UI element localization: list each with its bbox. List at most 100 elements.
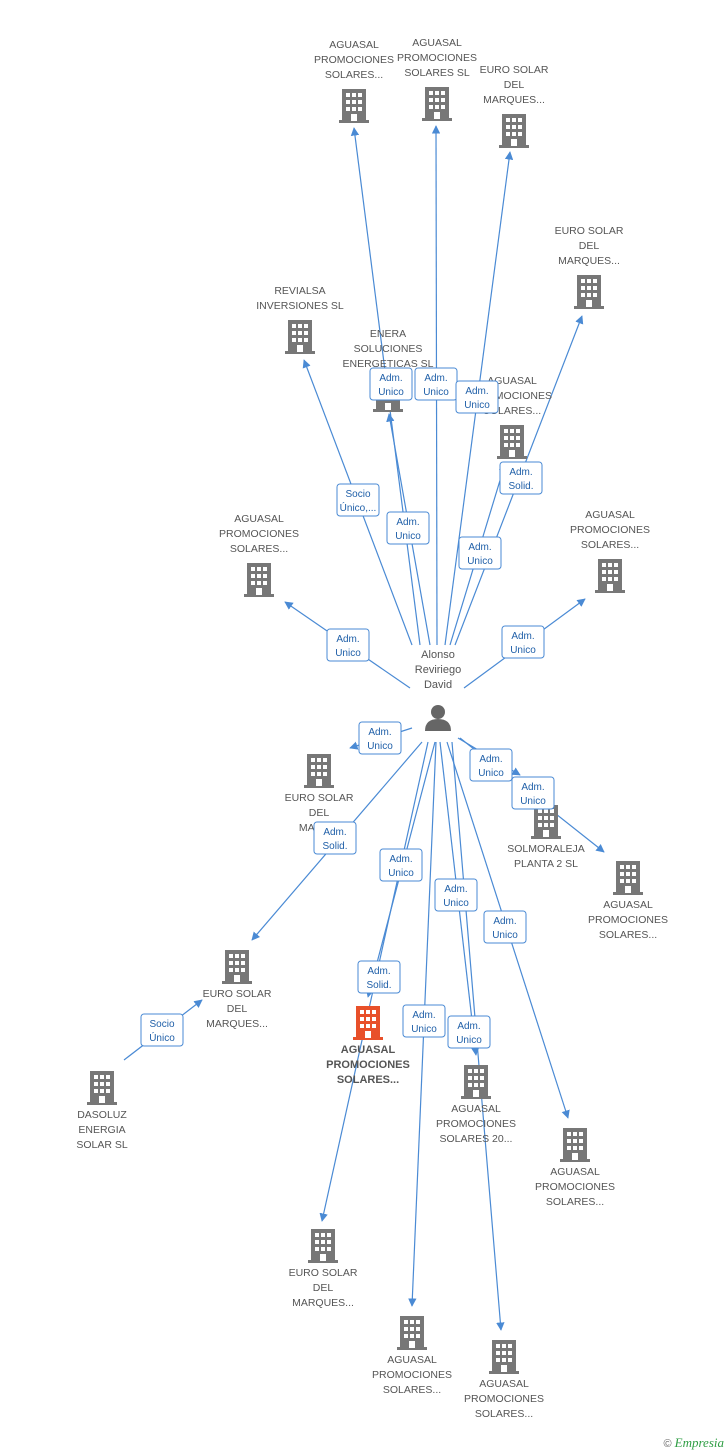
company-name-line[interactable]: SOLARES SL [404,67,470,79]
building-icon[interactable] [560,1128,590,1162]
building-icon[interactable] [308,1229,338,1263]
company-node[interactable]: AGUASALPROMOCIONESSOLARES... [372,1316,452,1396]
company-node[interactable]: EURO SOLARDELMARQUES... [203,950,272,1030]
company-name-line[interactable]: AGUASAL [451,1103,501,1115]
company-name-line[interactable]: PROMOCIONES [219,528,299,540]
company-name-line[interactable]: MARQUES... [292,1297,354,1309]
company-name-line[interactable]: AGUASAL [412,37,462,49]
building-icon[interactable] [397,1316,427,1350]
edge-label[interactable]: Adm.Unico [469,748,513,782]
company-name-line[interactable]: PLANTA 2 SL [514,858,578,870]
company-name-line[interactable]: DEL [309,807,330,819]
edge-label[interactable]: Adm.Unico [402,1004,446,1038]
company-name-line[interactable]: PROMOCIONES [314,54,394,66]
company-node[interactable]: EURO SOLAR DEL MARQUES... [289,1229,358,1309]
company-name-line[interactable]: PROMOCIONES [570,524,650,536]
company-node[interactable]: AGUASAL PROMOCIONES SOLARES... [219,513,299,597]
company-name-line[interactable]: EURO SOLAR [480,64,549,76]
company-name-line[interactable]: PROMOCIONES [326,1059,410,1071]
company-name-line[interactable]: SOLMORALEJA [507,843,585,855]
company-name-line[interactable]: PROMOCIONES [397,52,477,64]
company-node[interactable]: REVIALSA INVERSIONES SL [256,285,344,354]
edge-label[interactable]: Adm.Solid. [499,461,543,495]
company-name-line[interactable]: PROMOCIONES [436,1118,516,1130]
building-icon[interactable] [595,559,625,593]
brand-logo[interactable]: Empresia [674,1435,724,1450]
company-node[interactable]: EURO SOLARDELMARQUES... [555,225,624,309]
building-icon[interactable] [461,1065,491,1099]
company-name-line[interactable]: SOLARES... [581,539,639,551]
company-name-line[interactable]: AGUASAL [550,1166,600,1178]
company-name-line[interactable]: MARQUES... [483,94,545,106]
building-icon[interactable] [613,861,643,895]
company-name-line[interactable]: SOLUCIONES [354,343,423,355]
company-name-line[interactable]: EURO SOLAR [289,1267,358,1279]
person-name-line[interactable]: Reviriego [415,664,461,676]
company-name-line[interactable]: SOLARES... [325,69,383,81]
edge-label[interactable]: Adm.Unico [511,776,555,810]
edge-label[interactable]: Adm.Unico [414,367,458,401]
company-name-line[interactable]: PROMOCIONES [464,1393,544,1405]
company-name-line[interactable]: SOLAR SL [76,1139,128,1151]
company-name-line[interactable]: SOLARES... [383,1384,441,1396]
company-name-line[interactable]: EURO SOLAR [285,792,354,804]
person-icon[interactable] [425,719,451,731]
building-icon[interactable] [574,275,604,309]
company-name-line[interactable]: PROMOCIONES [588,914,668,926]
company-node[interactable]: ENERA SOLUCIONES ENERGETICAS SL [342,328,434,412]
company-name-line[interactable]: ENERA [370,328,406,340]
company-name-line[interactable]: EURO SOLAR [203,988,272,1000]
company-node[interactable]: AGUASAL PROMOCIONES SOLARES... [464,1340,544,1420]
building-icon[interactable] [531,805,561,839]
company-name-line[interactable]: REVIALSA [274,285,325,297]
building-icon[interactable] [497,425,527,459]
building-icon[interactable] [222,950,252,984]
company-name-line[interactable]: AGUASAL [234,513,284,525]
company-node[interactable]: AGUASAL PROMOCIONES SOLARES 20... [436,1065,516,1145]
company-name-line[interactable]: DASOLUZ [77,1109,127,1121]
company-name-line[interactable]: MARQUES... [558,255,620,267]
company-name-line[interactable]: SOLARES... [475,1408,533,1420]
company-name-line[interactable]: AGUASAL [487,375,537,387]
company-name-line[interactable]: DEL [313,1282,334,1294]
building-icon[interactable] [339,89,369,123]
company-name-line[interactable]: SOLARES... [230,543,288,555]
company-name-line[interactable]: PROMOCIONES [372,1369,452,1381]
company-node[interactable]: AGUASALPROMOCIONESSOLARES... [535,1128,615,1208]
company-name-line[interactable]: SOLARES 20... [440,1133,513,1145]
edge-label[interactable]: Adm.Unico [455,380,499,414]
edge-label[interactable]: Adm.Unico [369,367,413,401]
company-name-line[interactable]: SOLARES... [599,929,657,941]
company-name-line[interactable]: SOLARES... [337,1074,399,1086]
building-icon[interactable] [489,1340,519,1374]
building-icon[interactable] [244,563,274,597]
company-name-line[interactable]: AGUASAL [329,39,379,51]
company-node[interactable]: AGUASAL PROMOCIONES SOLARES... [588,861,668,941]
company-name-line[interactable]: ENERGETICAS SL [342,358,433,370]
company-name-line[interactable]: SOLARES... [546,1196,604,1208]
company-name-line[interactable]: INVERSIONES SL [256,300,344,312]
building-icon[interactable] [422,87,452,121]
building-icon[interactable] [285,320,315,354]
building-icon[interactable] [87,1071,117,1105]
building-icon[interactable] [304,754,334,788]
edge-label[interactable]: Adm.Unico [483,910,527,944]
edge-label[interactable]: Adm.Unico [326,628,370,662]
edge-label[interactable]: Adm.Solid. [313,821,357,855]
company-node[interactable]: AGUASAL PROMOCIONES SOLARES... [314,39,394,123]
company-name-line[interactable]: DEL [227,1003,248,1015]
company-node[interactable]: SOLMORALEJA PLANTA 2 SL [507,805,585,870]
company-name-line[interactable]: AGUASAL [479,1378,529,1390]
person-icon-head[interactable] [431,705,445,719]
edge-label[interactable]: Adm.Unico [458,536,502,570]
company-name-line[interactable]: AGUASAL [585,509,635,521]
company-name-line[interactable]: DEL [579,240,600,252]
person-name-line[interactable]: David [424,679,452,691]
company-name-line[interactable]: DEL [504,79,525,91]
company-name-line[interactable]: AGUASAL [603,899,653,911]
edge-label[interactable]: Adm.Unico [434,878,478,912]
company-name-line[interactable]: AGUASAL [341,1044,396,1056]
